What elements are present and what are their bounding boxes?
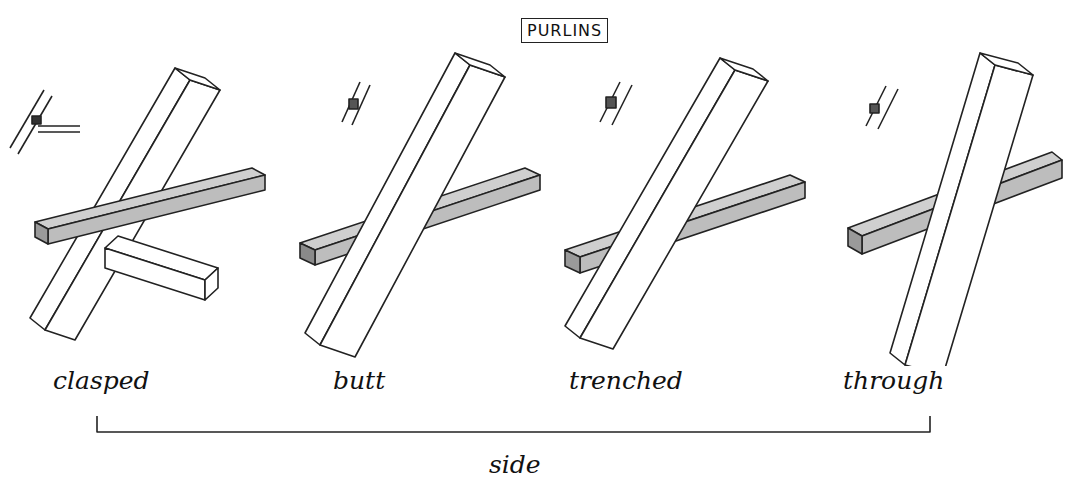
type-label: clasped xyxy=(50,366,153,395)
section-inset xyxy=(342,82,370,125)
through-purlin-sketch xyxy=(848,53,1062,375)
group-bracket xyxy=(97,416,930,432)
section-inset xyxy=(10,90,80,154)
section-inset xyxy=(600,82,632,125)
butt-purlin-sketch xyxy=(300,53,540,357)
clasped-purlin-sketch xyxy=(30,68,265,340)
type-label: through xyxy=(840,366,947,395)
diagram-title: PURLINS xyxy=(521,18,608,43)
type-label: butt xyxy=(330,366,388,395)
trenched-purlin-sketch xyxy=(565,58,805,349)
group-label: side xyxy=(486,450,544,479)
type-label: trenched xyxy=(566,366,686,395)
section-inset xyxy=(866,86,898,129)
